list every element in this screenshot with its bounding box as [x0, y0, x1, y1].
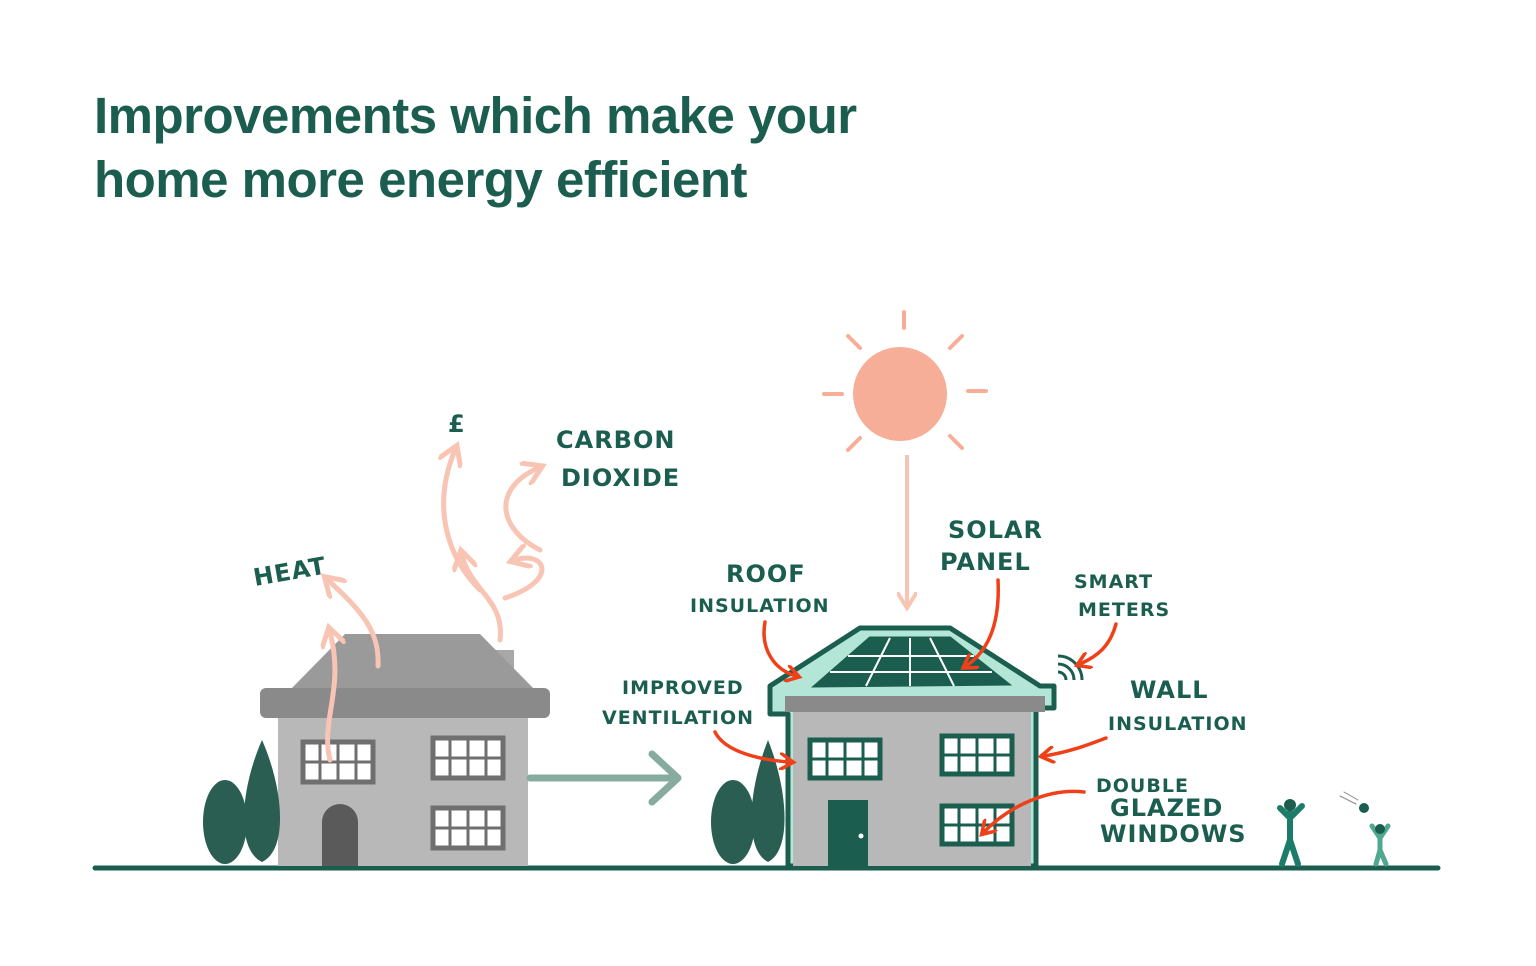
solar-panel-label-1: SOLAR [948, 516, 1043, 544]
solar-panel [810, 636, 1013, 688]
wall-insulation-label-2: INSULATION [1108, 713, 1248, 735]
front-door [828, 800, 868, 866]
smart-meter-signal-icon [1057, 654, 1084, 681]
double-glazed-label-1: DOUBLE [1096, 775, 1189, 797]
trees-left [203, 740, 281, 864]
ventilation-label-1: IMPROVED [622, 677, 744, 699]
people-playing [1277, 791, 1391, 867]
ball-icon [1359, 803, 1369, 813]
smart-meters-label-1: SMART [1074, 571, 1153, 593]
solar-panel-label-2: PANEL [940, 548, 1031, 576]
carbon-dioxide-label-2: DIOXIDE [561, 464, 680, 492]
sun-icon [822, 310, 988, 452]
ventilation-label-2: VENTILATION [602, 707, 754, 729]
label-pointer-arrows [713, 578, 1118, 832]
double-glazed-label-2: GLAZED [1110, 794, 1223, 822]
title-line-2: home more energy efficient [94, 151, 748, 208]
waste-arrows [328, 450, 542, 763]
trees-right [711, 740, 785, 864]
pound-sign-label: £ [448, 410, 466, 438]
roof-insulation-label-2: INSULATION [690, 595, 830, 617]
heat-label: HEAT [251, 552, 328, 592]
wall-insulation-label-1: WALL [1130, 676, 1209, 704]
old-house [260, 634, 550, 866]
transition-arrow-icon [526, 750, 682, 806]
page-title: Improvements which make your home more e… [94, 84, 857, 212]
smart-meters-label-2: METERS [1078, 599, 1170, 621]
roof-insulation-label-1: ROOF [726, 560, 806, 588]
title-line-1: Improvements which make your [94, 87, 857, 144]
double-glazed-label-3: WINDOWS [1100, 820, 1247, 848]
carbon-dioxide-label-1: CARBON [556, 426, 675, 454]
efficient-house [767, 625, 1057, 869]
